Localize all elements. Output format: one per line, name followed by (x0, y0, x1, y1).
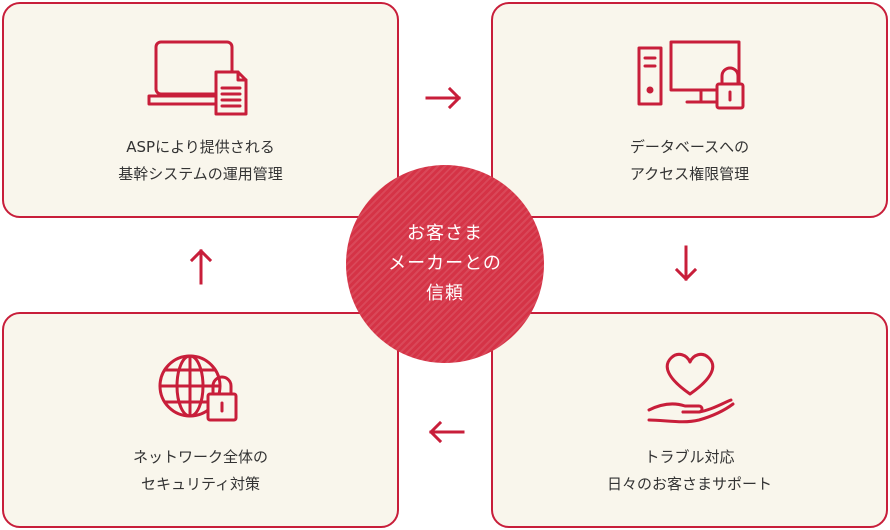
card-label-line-2: 基幹システムの運用管理 (118, 165, 283, 183)
computer-lock-icon (635, 38, 745, 118)
card-label-line-2: アクセス権限管理 (629, 165, 750, 183)
card-asp-system-operation: ASPにより提供される 基幹システムの運用管理 (2, 2, 399, 218)
arrow-down-icon (674, 244, 698, 284)
card-label-line-1: データベースへの (629, 138, 750, 156)
center-text-line-2: メーカーとの (388, 253, 502, 274)
card-network-security: ネットワーク全体の セキュリティ対策 (2, 312, 399, 528)
card-trouble-support: トラブル対応 日々のお客さまサポート (491, 312, 888, 528)
card-label-line-1: ネットワーク全体の (132, 448, 268, 466)
card-label: ASPにより提供される 基幹システムの運用管理 (4, 134, 397, 188)
card-label-line-1: ASPにより提供される (126, 138, 275, 156)
laptop-document-icon (146, 38, 256, 118)
card-label-line-2: セキュリティ対策 (140, 475, 261, 493)
globe-lock-icon (146, 348, 256, 428)
card-label: データベースへの アクセス権限管理 (493, 134, 886, 188)
center-trust-circle: お客さま メーカーとの 信頼 (346, 165, 544, 363)
heart-hand-icon (635, 348, 745, 428)
card-database-access-control: データベースへの アクセス権限管理 (491, 2, 888, 218)
card-label-line-2: 日々のお客さまサポート (606, 475, 772, 493)
center-text-line-1: お客さま (407, 223, 483, 244)
card-label: トラブル対応 日々のお客さまサポート (493, 444, 886, 498)
card-label-line-1: トラブル対応 (644, 448, 735, 466)
card-label: ネットワーク全体の セキュリティ対策 (4, 444, 397, 498)
arrow-left-icon (426, 420, 466, 444)
arrow-right-icon (424, 86, 464, 110)
arrow-up-icon (189, 246, 213, 286)
center-text-line-3: 信頼 (426, 283, 464, 304)
